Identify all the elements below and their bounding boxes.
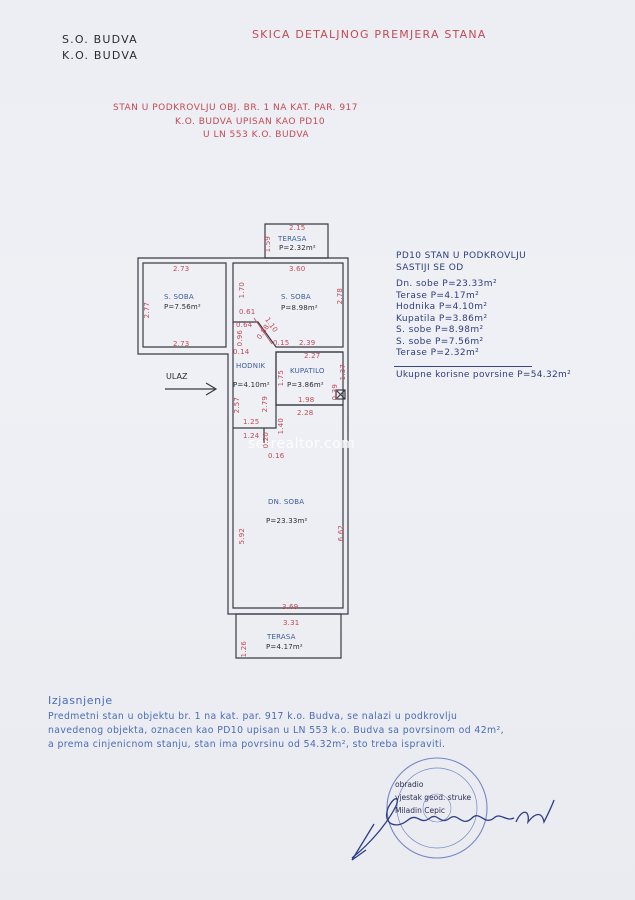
dim-label: 2.73	[173, 340, 190, 348]
legend-title-1: PD10 STAN U PODKROVLJU	[396, 251, 527, 261]
dim-label: 3.60	[289, 265, 306, 273]
wall-soba-left	[142, 262, 227, 348]
document-title: SKICA DETALJNOG PREMJERA STANA	[252, 28, 487, 41]
dim-label: 3.69	[282, 603, 299, 611]
terasa-top-area: P=2.32m²	[279, 244, 316, 252]
legend-item: S. sobe P=8.98m²	[396, 325, 484, 335]
entry-label: ULAZ	[166, 372, 188, 381]
legend-item: Kupatila P=3.86m²	[396, 313, 488, 324]
dim-label: 2.15	[289, 224, 306, 232]
explanation-line-2: navedenog objekta, oznacen kao PD10 upis…	[48, 725, 504, 736]
subtitle-line-3: U LN 553 K.O. BUDVA	[203, 130, 310, 140]
dim-label: 0.14	[233, 348, 250, 356]
signature-line-2: vjestak geod. struke	[395, 793, 472, 802]
dim-label: 0.15	[273, 339, 290, 347]
dim-label: 0.61	[239, 308, 256, 316]
dim-label: 3.31	[283, 619, 300, 627]
kupatilo-name: KUPATILO	[290, 367, 325, 375]
dim-label: 0.16	[268, 452, 285, 460]
legend-total: Ukupne korisne povrsine P=54.32m²	[396, 370, 571, 380]
explanation-heading: Izjasnjenje	[48, 694, 113, 707]
subtitle-line-2: K.O. BUDVA UPISAN KAO PD10	[175, 117, 326, 127]
dim-label: 2.39	[299, 339, 316, 347]
hodnik-area: P=4.10m²	[233, 381, 270, 389]
hodnik-name: HODNIK	[236, 362, 266, 370]
watermark: se-realtor.com	[248, 436, 356, 452]
official-stamp	[386, 757, 488, 859]
dim-label: 1.25	[243, 418, 260, 426]
explanation-line-1: Predmetni stan u objektu br. 1 na kat. p…	[48, 711, 458, 722]
dim-label: 1.24	[243, 432, 260, 440]
soba-mid-name: S. SOBA	[281, 293, 311, 301]
terasa-bottom-name: TERASA	[267, 633, 296, 641]
terasa-bottom-area: P=4.17m²	[266, 643, 303, 651]
dim-label: 2.27	[304, 352, 321, 360]
legend-item: Hodnika P=4.10m²	[396, 302, 488, 312]
dim-label: 0.64	[236, 321, 253, 329]
dim-label: 1.98	[298, 396, 315, 404]
soba-left-name: S. SOBA	[164, 293, 194, 301]
kupatilo-area: P=3.86m²	[287, 381, 324, 389]
legend-item: Terase P=4.17m²	[396, 290, 480, 301]
subtitle-line-1: STAN U PODKROVLJU OBJ. BR. 1 NA KAT. PAR…	[113, 103, 358, 113]
soba-mid-area: P=8.98m²	[281, 304, 318, 312]
dim-label: 2.73	[173, 265, 190, 273]
wall-terasa-bottom	[235, 613, 342, 659]
legend: PD10 STAN U PODKROVLJU SASTIJI SE OD Dn.…	[396, 251, 526, 360]
handwritten-signature	[351, 798, 555, 861]
legend-item: Dn. sobe P=23.33m²	[396, 279, 497, 289]
dim-label: 2.28	[297, 409, 314, 417]
header-ko: K.O. BUDVA	[62, 49, 139, 62]
plan-outer-wall	[137, 257, 349, 615]
signature-line-3: Miladin Cepic	[395, 806, 446, 815]
legend-divider	[394, 366, 532, 367]
dn-soba-area: P=23.33m²	[266, 517, 308, 525]
explanation-line-3: a prema cinjenicnom stanju, stan ima pov…	[48, 739, 446, 750]
legend-item: Terase P=2.32m²	[396, 348, 480, 358]
wall-terasa-top	[264, 223, 329, 259]
wall-kupatilo	[275, 351, 344, 406]
dn-soba-name: DN. SOBA	[268, 498, 305, 506]
header-so: S.O. BUDVA	[62, 33, 138, 46]
legend-title-2: SASTIJI SE OD	[396, 262, 464, 273]
terasa-top-name: TERASA	[278, 235, 307, 243]
legend-item: S. sobe P=7.56m²	[396, 336, 484, 347]
fixture	[335, 389, 346, 400]
soba-left-area: P=7.56m²	[164, 303, 201, 311]
wall-hodnik	[233, 405, 277, 429]
signature-line-1: obradio	[395, 780, 424, 789]
